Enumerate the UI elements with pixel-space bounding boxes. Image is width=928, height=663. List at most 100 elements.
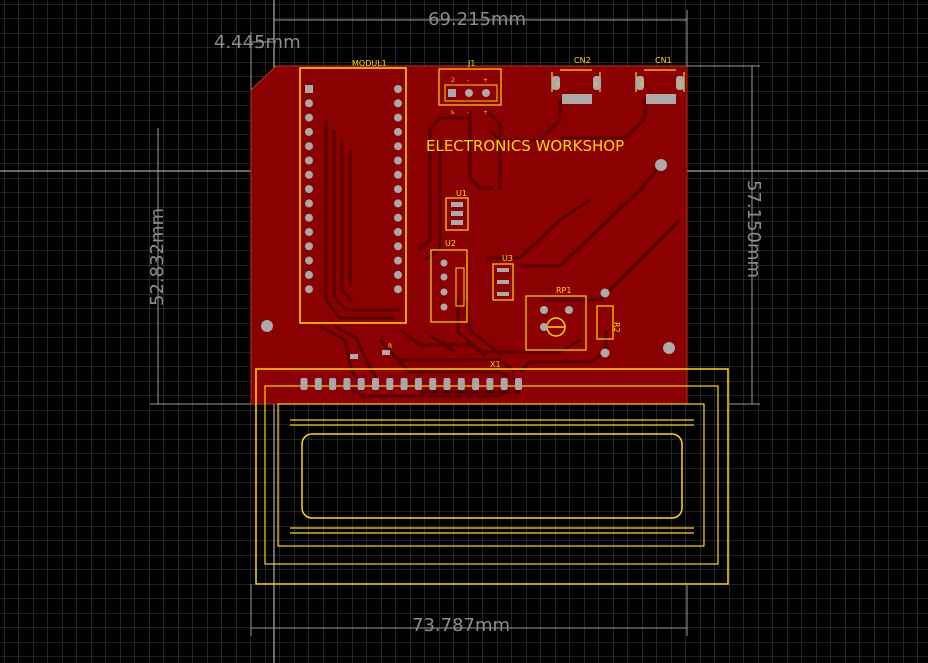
module1-pins-left: [305, 85, 313, 294]
u3-outline: [492, 263, 514, 301]
module1-pin-left: [305, 142, 313, 151]
module1-pin-left: [305, 242, 313, 251]
mounting-hole-2: [261, 320, 273, 332]
cn2-body: [562, 94, 592, 104]
lcd-header-pin: [400, 378, 408, 390]
lcd-header-pin: [357, 378, 365, 390]
lcd-header-pin: [343, 378, 351, 390]
smd-part-2: [350, 354, 358, 359]
lcd-outer-outline: [255, 368, 729, 585]
j1-pin-top-2: -: [467, 77, 469, 84]
cn2-pad-right: [593, 76, 601, 90]
module1-pin-right: [394, 285, 402, 294]
lcd-header-pin: [429, 378, 437, 390]
cn2-connector[interactable]: [551, 69, 601, 104]
r-marker-label: R: [388, 343, 392, 350]
module1-footprint[interactable]: [299, 67, 407, 324]
rp1-pin-1: [540, 306, 548, 314]
u1-pad-2: [451, 211, 463, 216]
j1-pin-bottom-3: +: [483, 109, 488, 116]
j1-pin-bottom-1: s: [451, 109, 454, 116]
j1-label: J1: [467, 59, 475, 68]
module1-pin-left: [305, 199, 313, 208]
board-title: ELECTRONICS WORKSHOP: [426, 137, 624, 155]
mounting-hole-1: [655, 159, 667, 171]
cn1-label: CN1: [655, 56, 672, 65]
module1-pin-left: [305, 285, 313, 294]
u3-footprint[interactable]: [492, 263, 514, 301]
module1-pin-left: [305, 99, 313, 108]
j1-pin-2: [465, 89, 473, 97]
lcd-header-pins: [300, 378, 522, 390]
cn2-pad-left: [552, 76, 560, 90]
lcd-header-pin: [472, 378, 480, 390]
r2-pin-2: [600, 348, 610, 358]
u1-pad-3: [451, 220, 463, 225]
module1-pin-right: [394, 127, 402, 136]
j1-pin-top-1: 2: [451, 77, 455, 84]
rp1-outline: [525, 295, 587, 351]
module1-pin-right: [394, 185, 402, 194]
u3-pad-2: [497, 280, 509, 284]
mounting-holes: [261, 159, 675, 354]
module1-pin-left: [305, 85, 313, 93]
module1-label: MODUL1: [352, 59, 387, 68]
cn2-pin-right: 1: [594, 81, 598, 88]
module1-pin-right: [394, 85, 402, 93]
small-smd-parts: [350, 350, 390, 359]
r2-resistor[interactable]: [596, 288, 614, 358]
j1-pin-bottom-2: -: [467, 109, 469, 116]
lcd-header-pin: [372, 378, 379, 390]
lcd-display-x1[interactable]: [255, 368, 729, 585]
lcd-header-pin: [500, 378, 508, 390]
u2-label: U2: [445, 239, 456, 248]
lcd-header-pin: [329, 378, 337, 390]
module1-pin-right: [394, 228, 402, 236]
u1-label: U1: [456, 189, 467, 198]
j1-body: [444, 84, 498, 102]
mounting-hole-3: [663, 342, 675, 354]
u2-footprint[interactable]: [430, 249, 468, 323]
module1-pin-right: [394, 270, 402, 279]
module1-pin-left: [305, 185, 313, 194]
rp1-pin-3: [540, 323, 548, 331]
cn1-body: [646, 94, 676, 104]
cn2-pin-left: 2: [556, 81, 560, 88]
rp1-potentiometer[interactable]: [525, 295, 587, 351]
cn1-connector[interactable]: [635, 69, 685, 104]
module1-pin-right: [394, 170, 402, 179]
module1-pin-right: [394, 213, 402, 222]
smd-part-1: [382, 350, 390, 355]
u2-pin-1: [440, 259, 448, 267]
lcd-header-pin: [443, 378, 451, 390]
module1-pins-right: [394, 85, 402, 294]
u2-outline: [430, 249, 468, 323]
module1-outline: [299, 67, 407, 324]
j1-pin-top-3: +: [483, 77, 488, 84]
dim-top-width: 69.215mm: [428, 9, 526, 30]
module1-pin-right: [394, 113, 402, 122]
cn1-pin-left: 2: [640, 81, 644, 88]
module1-pin-right: [394, 199, 402, 208]
lcd-header-pin: [457, 378, 465, 390]
module1-pin-right: [394, 142, 402, 151]
module1-pin-left: [305, 270, 313, 279]
lcd-header-pin: [414, 378, 422, 390]
lcd-inner-frame: [277, 403, 705, 547]
u3-pad-3: [497, 292, 509, 296]
u3-pad-1: [497, 268, 509, 272]
module1-pin-left: [305, 156, 313, 165]
j1-connector[interactable]: [438, 68, 502, 106]
u1-outline: [445, 197, 469, 231]
cn1-pad-left: [636, 76, 644, 90]
lcd-header-pin: [314, 378, 322, 390]
u2-pin-2: [440, 273, 448, 281]
module1-pin-right: [394, 156, 402, 165]
rp1-label: RP1: [556, 286, 571, 295]
dim-top-offset: 4.445mm: [214, 32, 301, 53]
module1-pin-right: [394, 99, 402, 108]
u1-footprint[interactable]: [445, 197, 469, 231]
cn1-pad-right: [676, 76, 684, 90]
dim-right-height: 57.150mm: [743, 180, 764, 278]
